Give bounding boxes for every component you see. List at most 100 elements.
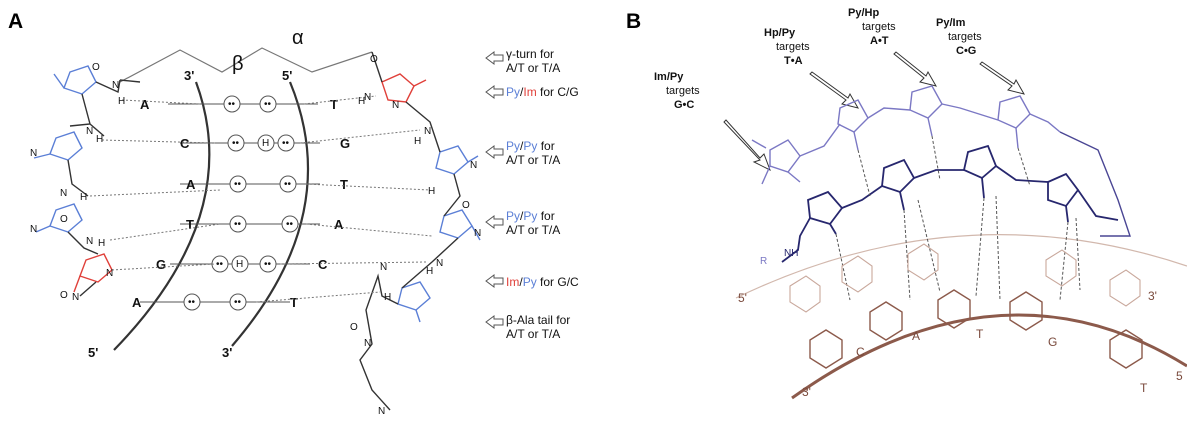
dna-base-letter: T <box>976 327 984 341</box>
base-letter-left: A <box>186 177 196 192</box>
annotation-py-im: Py/Im for C/G <box>485 85 579 99</box>
svg-text:O: O <box>462 200 470 211</box>
annotation-beta-ala: β-Ala tail for A/T or T/A <box>485 313 570 341</box>
gamma-turn-linker <box>119 47 373 83</box>
svg-text:H: H <box>236 259 243 270</box>
left-polyamide-strand <box>33 65 141 297</box>
svg-text:A/T or T/A: A/T or T/A <box>506 223 560 237</box>
svg-text:O: O <box>350 322 358 333</box>
svg-text:••: •• <box>282 138 290 149</box>
svg-text:T•A: T•A <box>784 55 803 67</box>
svg-text:••: •• <box>264 99 272 110</box>
base-letter-left: C <box>180 136 190 151</box>
annotation-list: γ-turn for A/T or T/A Py/Im for C/G Py/P… <box>485 47 579 341</box>
imidazole-ring <box>381 73 415 103</box>
svg-text:N: N <box>86 126 93 137</box>
svg-text:N: N <box>470 160 477 171</box>
annotation-im-py: Im/Py for G/C <box>485 274 579 289</box>
svg-text:H: H <box>80 192 87 203</box>
base-pair-row: •• •• <box>180 175 320 193</box>
lower-polyamide-strand <box>781 144 1119 263</box>
pyrrole-ring <box>439 209 473 239</box>
pyrrole-ring <box>49 203 83 233</box>
arrow-down-right-icon <box>979 61 1026 95</box>
svg-text:••: •• <box>216 259 224 270</box>
svg-text:Py/Im for C/G: Py/Im for C/G <box>506 85 579 99</box>
pyrrole-ring <box>397 281 431 311</box>
nh-label: NH <box>784 248 798 259</box>
hbond-h-label: H <box>262 138 269 149</box>
svg-text:A/T or T/A: A/T or T/A <box>506 153 560 167</box>
svg-text:N: N <box>112 80 119 91</box>
base-letter-left: A <box>140 97 150 112</box>
strand-end-right-bottom: 5 <box>1176 369 1183 383</box>
dna-base-letter: T <box>1140 381 1148 395</box>
svg-text:H: H <box>358 96 365 107</box>
dna-base-letter: C <box>856 345 865 359</box>
base-pair-row: •• •• <box>180 215 320 233</box>
dna-base-rings <box>809 289 1143 369</box>
imidazole-ring <box>79 253 113 283</box>
svg-text:N: N <box>30 224 37 235</box>
target-label: Py/Im targets C•G <box>936 17 982 57</box>
arrow-left-icon <box>485 315 504 329</box>
svg-text:••: •• <box>286 219 294 230</box>
target-label: Im/Py targets G•C <box>654 71 700 111</box>
strand-end-left-bottom: 3' <box>802 385 811 399</box>
svg-text:β-Ala tail for: β-Ala tail for <box>506 313 570 327</box>
imidazole-ring <box>1047 172 1080 208</box>
svg-text:H: H <box>384 292 391 303</box>
base-letter-right: T <box>290 295 298 310</box>
arrow-left-icon <box>485 215 504 229</box>
base-letter-right: C <box>318 257 328 272</box>
dna-backbone-left <box>113 81 211 351</box>
svg-text:A/T or T/A: A/T or T/A <box>506 327 560 341</box>
pyrrole-ring <box>49 131 83 161</box>
base-letter-left: G <box>156 257 166 272</box>
panel-b: B Im/Py targets G•C Hp/Py targets T•A Py… <box>626 7 1187 400</box>
svg-text:N: N <box>86 236 93 247</box>
svg-text:O: O <box>60 290 68 301</box>
svg-text:A/T or T/A: A/T or T/A <box>506 61 560 75</box>
target-label: Py/Hp targets A•T <box>848 7 896 47</box>
svg-text:targets: targets <box>862 21 896 33</box>
svg-text:H: H <box>428 186 435 197</box>
arrow-left-icon <box>485 145 504 159</box>
greek-alpha: α <box>292 27 304 49</box>
svg-text:H: H <box>426 266 433 277</box>
base-letter-left: A <box>132 295 142 310</box>
cytosine-ring <box>809 329 843 369</box>
target-label: Hp/Py targets T•A <box>764 27 810 67</box>
svg-text:targets: targets <box>666 85 700 97</box>
pyrrole-ring <box>807 190 844 226</box>
target-arrows <box>723 51 1026 172</box>
svg-text:O: O <box>60 214 68 225</box>
panel-b-label: B <box>626 10 641 33</box>
svg-text:N: N <box>60 188 67 199</box>
pyrrole-ring <box>997 95 1031 129</box>
svg-text:••: •• <box>284 179 292 190</box>
right-polyamide-strand <box>359 51 481 411</box>
thymine-ring <box>1109 329 1143 369</box>
svg-text:C•G: C•G <box>956 45 976 57</box>
annotation-gamma-turn: γ-turn for A/T or T/A <box>485 47 560 75</box>
pyrrole-ring <box>63 65 97 95</box>
base-letter-right: T <box>340 177 348 192</box>
dna-base-letter: A <box>912 329 920 343</box>
dna-base-letter: G <box>1048 335 1057 349</box>
arrow-down-right-icon <box>893 51 938 87</box>
svg-text:targets: targets <box>776 41 810 53</box>
panel-a: A β α 3' 5' 5' 3' •• •• •• H •• •• •• <box>8 10 579 417</box>
hbond-lines-right <box>255 95 433 303</box>
dna-backbone-lower <box>791 313 1187 400</box>
svg-text:N: N <box>30 148 37 159</box>
arrow-down-right-icon <box>723 119 771 172</box>
strand-end-left-top: 5' <box>738 291 747 305</box>
greek-beta: β <box>232 53 244 75</box>
svg-text:••: •• <box>232 138 240 149</box>
annotation-py-py-2: Py/Py for A/T or T/A <box>485 209 560 237</box>
base-letter-right: A <box>334 217 344 232</box>
svg-text:N: N <box>436 258 443 269</box>
